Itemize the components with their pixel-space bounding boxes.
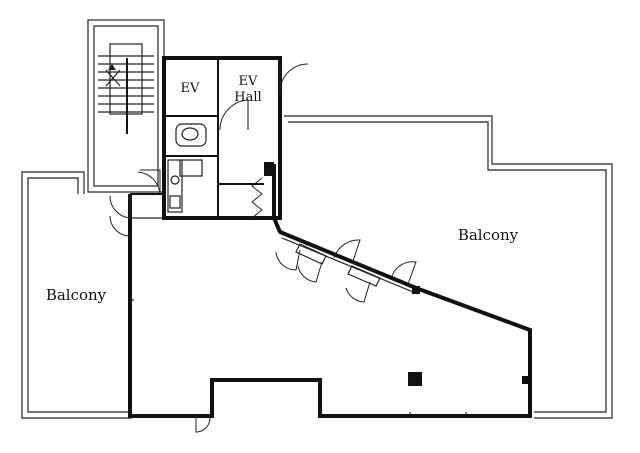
stair-core: [87, 19, 165, 193]
service-core: [162, 56, 309, 220]
ev-hall-label-line1: EV: [239, 74, 258, 89]
core-outer-wall: [162, 56, 282, 220]
core-entry-door: [279, 63, 309, 93]
angled-wall-windows: [281, 237, 419, 295]
right-balcony: [284, 115, 613, 419]
ev-hall-label-line2: Hall: [234, 90, 261, 105]
balcony-left-label: Balcony: [46, 286, 107, 304]
bottom-entry-door: [195, 416, 211, 433]
stair-door: [137, 169, 161, 195]
toilet-icon: [175, 123, 207, 177]
column-small: [412, 286, 420, 294]
column-small: [522, 376, 530, 384]
folding-door: [251, 162, 274, 219]
column: [408, 372, 422, 386]
stair-inner-wall: [93, 25, 159, 187]
balcony-right-label: Balcony: [458, 226, 519, 244]
ev-label: EV: [181, 81, 200, 96]
main-floor-wall: [128, 164, 532, 418]
angled-wall-doors: [275, 239, 417, 303]
ev-hall-door: [219, 99, 249, 131]
kitchen-sink-icon: [167, 159, 183, 213]
stair-arrow-icon: [105, 64, 121, 87]
left-balcony-door: [109, 195, 131, 219]
left-balcony: [21, 171, 132, 419]
